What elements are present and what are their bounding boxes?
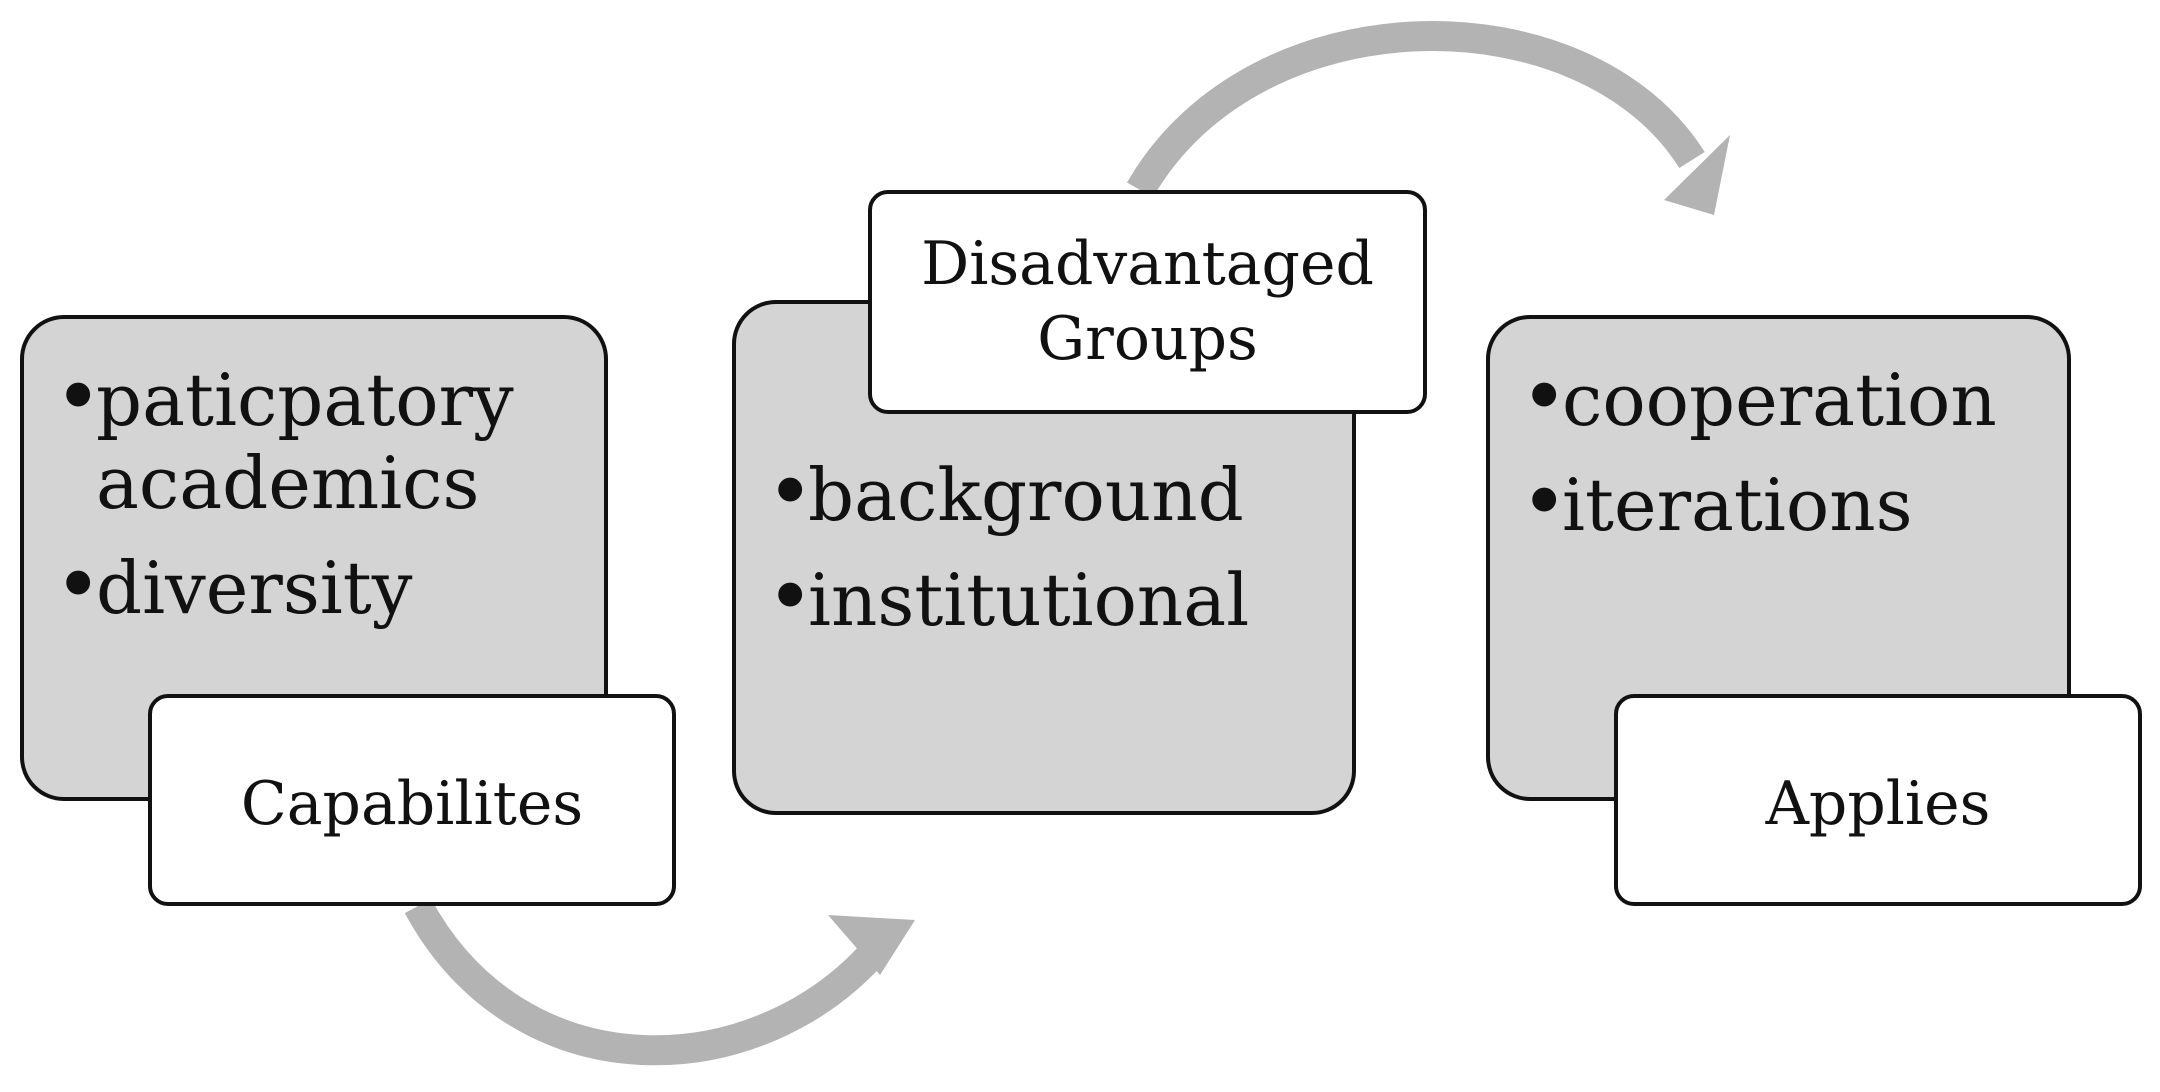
applies-item: iterations [1520, 462, 2040, 547]
capabilities-item: diversity [54, 545, 574, 630]
disadvantaged-groups-item: background [766, 452, 1326, 537]
capabilities-label: Capabilites [148, 694, 676, 906]
arrow-left-to-center-head [828, 915, 915, 975]
disadvantaged-groups-list: background institutional [766, 452, 1326, 664]
capabilities-item: paticpatory academics [54, 357, 574, 525]
disadvantaged-groups-label: Disadvantaged Groups [868, 190, 1427, 414]
arrow-left-to-center [404, 898, 892, 1066]
arrow-center-to-right [1127, 21, 1705, 198]
capabilities-list: paticpatory academics diversity [54, 357, 574, 651]
applies-list: cooperation iterations [1520, 357, 2040, 569]
applies-item: cooperation [1520, 357, 2040, 442]
disadvantaged-groups-item: institutional [766, 557, 1326, 642]
applies-label: Applies [1614, 694, 2142, 906]
arrow-center-to-right-head [1664, 135, 1730, 215]
